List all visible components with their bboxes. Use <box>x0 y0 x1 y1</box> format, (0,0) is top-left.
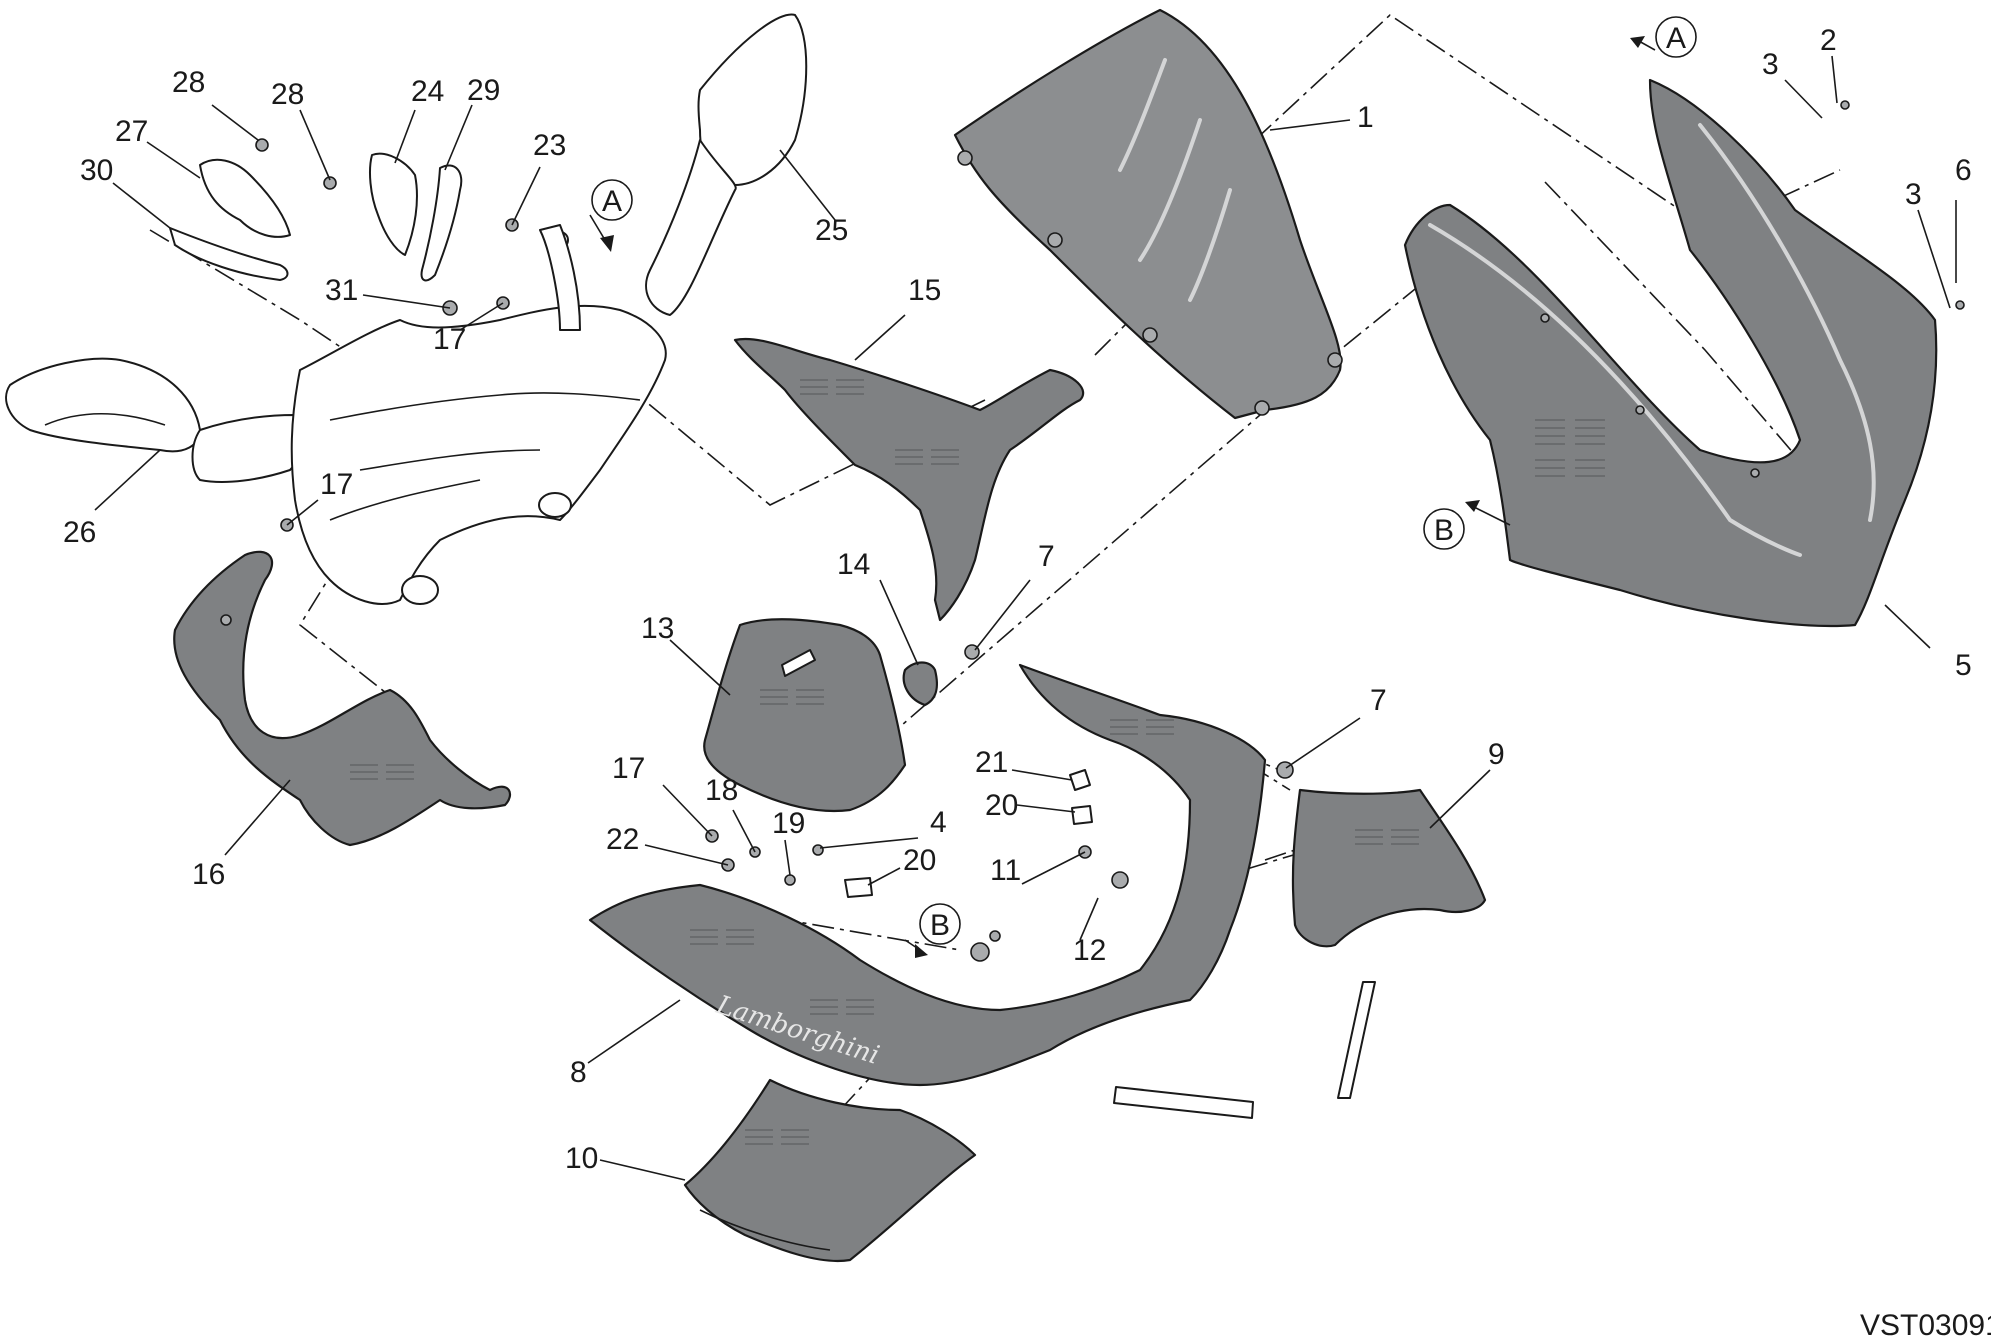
callout-30: 30 <box>80 154 113 187</box>
callout-7-lower: 7 <box>1370 684 1387 717</box>
air-duct-part-10 <box>683 1078 977 1262</box>
inner-shield-part-13 <box>703 618 907 812</box>
svg-text:B: B <box>930 909 950 942</box>
reference-marker-a-right: A <box>1630 16 1697 58</box>
callout-17-lower: 17 <box>612 752 645 785</box>
callout-29: 29 <box>467 74 500 107</box>
callouts: 1 2 3 4 5 6 3 7 7 8 9 10 11 12 13 14 15 <box>63 24 1972 1181</box>
hardware <box>255 100 1965 962</box>
inner-panel-part-15 <box>733 338 1085 622</box>
small-brackets <box>169 152 463 282</box>
windscreen-part-1 <box>953 8 1343 420</box>
callout-4: 4 <box>930 806 947 839</box>
callout-17-middle: 17 <box>320 468 353 501</box>
callout-20-lower: 20 <box>903 844 936 877</box>
callout-2: 2 <box>1820 24 1837 57</box>
reference-marker-b-right: B <box>1423 500 1511 550</box>
mirror-left-part-26 <box>5 357 302 483</box>
callout-28-left: 28 <box>172 66 205 99</box>
svg-text:B: B <box>1434 514 1454 547</box>
trim-strips <box>1113 981 1376 1119</box>
reference-marker-b-lower: B <box>904 903 961 958</box>
callout-31: 31 <box>325 274 358 307</box>
callout-6: 6 <box>1955 154 1972 187</box>
reference-markers: A A B B <box>589 16 1697 958</box>
cap-part-14 <box>902 661 939 707</box>
callout-22: 22 <box>606 823 639 856</box>
callout-5: 5 <box>1955 649 1972 682</box>
callout-1: 1 <box>1357 101 1374 134</box>
callout-7-upper: 7 <box>1038 540 1055 573</box>
callout-11: 11 <box>990 854 1021 887</box>
callout-21: 21 <box>975 746 1008 779</box>
callout-15: 15 <box>908 274 941 307</box>
svg-text:A: A <box>602 185 622 218</box>
lower-panel-part-16 <box>173 550 512 847</box>
reference-marker-a-left: A <box>589 179 633 252</box>
svg-text:A: A <box>1666 22 1686 55</box>
callout-19: 19 <box>772 807 805 840</box>
diagram-reference-code: VST03091 <box>1860 1309 1991 1342</box>
callout-18: 18 <box>705 774 738 807</box>
callout-24: 24 <box>411 75 444 108</box>
callout-13: 13 <box>641 612 674 645</box>
callout-3-lower: 3 <box>1905 178 1922 211</box>
callout-3-upper: 3 <box>1762 48 1779 81</box>
callout-25: 25 <box>815 214 848 247</box>
callout-10: 10 <box>565 1142 598 1175</box>
callout-17-upper: 17 <box>433 323 466 356</box>
callout-16: 16 <box>192 858 225 891</box>
callout-14: 14 <box>837 548 870 581</box>
callout-26: 26 <box>63 516 96 549</box>
mirror-right-part-25 <box>645 13 808 316</box>
fairing-subframe <box>290 224 667 605</box>
callout-27: 27 <box>115 115 148 148</box>
callout-28-right: 28 <box>271 78 304 111</box>
callout-23: 23 <box>533 129 566 162</box>
callout-20-upper: 20 <box>985 789 1018 822</box>
callout-9: 9 <box>1488 738 1505 771</box>
callout-12: 12 <box>1073 934 1106 967</box>
air-duct-part-9 <box>1291 788 1487 948</box>
side-fairing-part-5 <box>1403 78 1938 628</box>
callout-8: 8 <box>570 1056 587 1089</box>
